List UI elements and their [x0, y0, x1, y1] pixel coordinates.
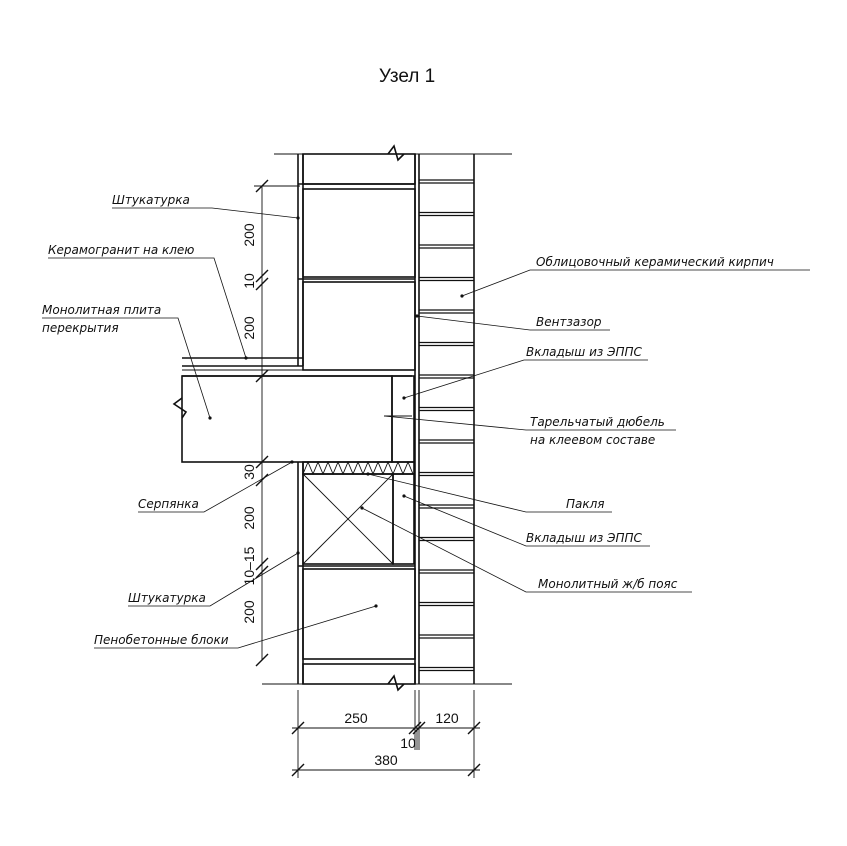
label-porcelain-tile: Керамогранит на клею [48, 243, 194, 257]
drawing-title: Узел 1 [379, 66, 435, 87]
label-facing-brick: Облицовочный керамический кирпич [536, 255, 774, 269]
dim-h-250: 250 [344, 710, 368, 726]
dim-v-10: 10 [241, 273, 257, 289]
epps-insert-bottom [392, 473, 415, 565]
break-mark-top [387, 144, 405, 162]
leaders-right [360, 269, 810, 593]
label-plaster-top: Штукатурка [112, 193, 190, 207]
leaders-left [42, 207, 378, 649]
dim-h-120: 120 [435, 710, 459, 726]
label-serpyanka: Серпянка [138, 497, 199, 511]
label-foam-blocks: Пенобетонные блоки [94, 633, 229, 647]
label-rc-belt: Монолитный ж/б пояс [538, 577, 678, 591]
label-plaster-bottom: Штукатурка [128, 591, 206, 605]
label-slab-line1: Монолитная плита [42, 303, 161, 317]
dim-h-10: 10 [400, 735, 416, 751]
vertical-dimension-chain: 200 10 200 30 200 10–15 200 [241, 179, 300, 667]
monolithic-slab [172, 357, 412, 463]
dim-v-200-top: 200 [241, 223, 257, 247]
dim-v-10-15: 10–15 [241, 546, 257, 585]
dim-h-380: 380 [374, 752, 398, 768]
facing-brick-cladding [419, 179, 474, 672]
monolithic-belt [302, 473, 394, 565]
label-vent-gap: Вентзазор [536, 315, 602, 329]
dim-v-200-low: 200 [241, 506, 257, 530]
horizontal-dimension-chain: 250 120 10 380 [291, 690, 481, 778]
label-dowel-line1: Тарельчатый дюбель [530, 415, 665, 429]
foam-concrete-blocks [302, 153, 416, 685]
label-slab-line2: перекрытия [42, 321, 119, 335]
label-epps-bottom: Вкладыш из ЭППС [526, 531, 642, 545]
label-tow: Пакля [566, 497, 605, 511]
label-dowel-line2: на клеевом составе [530, 433, 655, 447]
dim-v-30: 30 [241, 464, 257, 480]
dim-v-200-mid: 200 [241, 316, 257, 340]
break-mark-bottom [387, 674, 405, 692]
tow-layer [302, 460, 415, 476]
dim-v-200-bottom: 200 [241, 600, 257, 624]
label-epps-top: Вкладыш из ЭППС [526, 345, 642, 359]
